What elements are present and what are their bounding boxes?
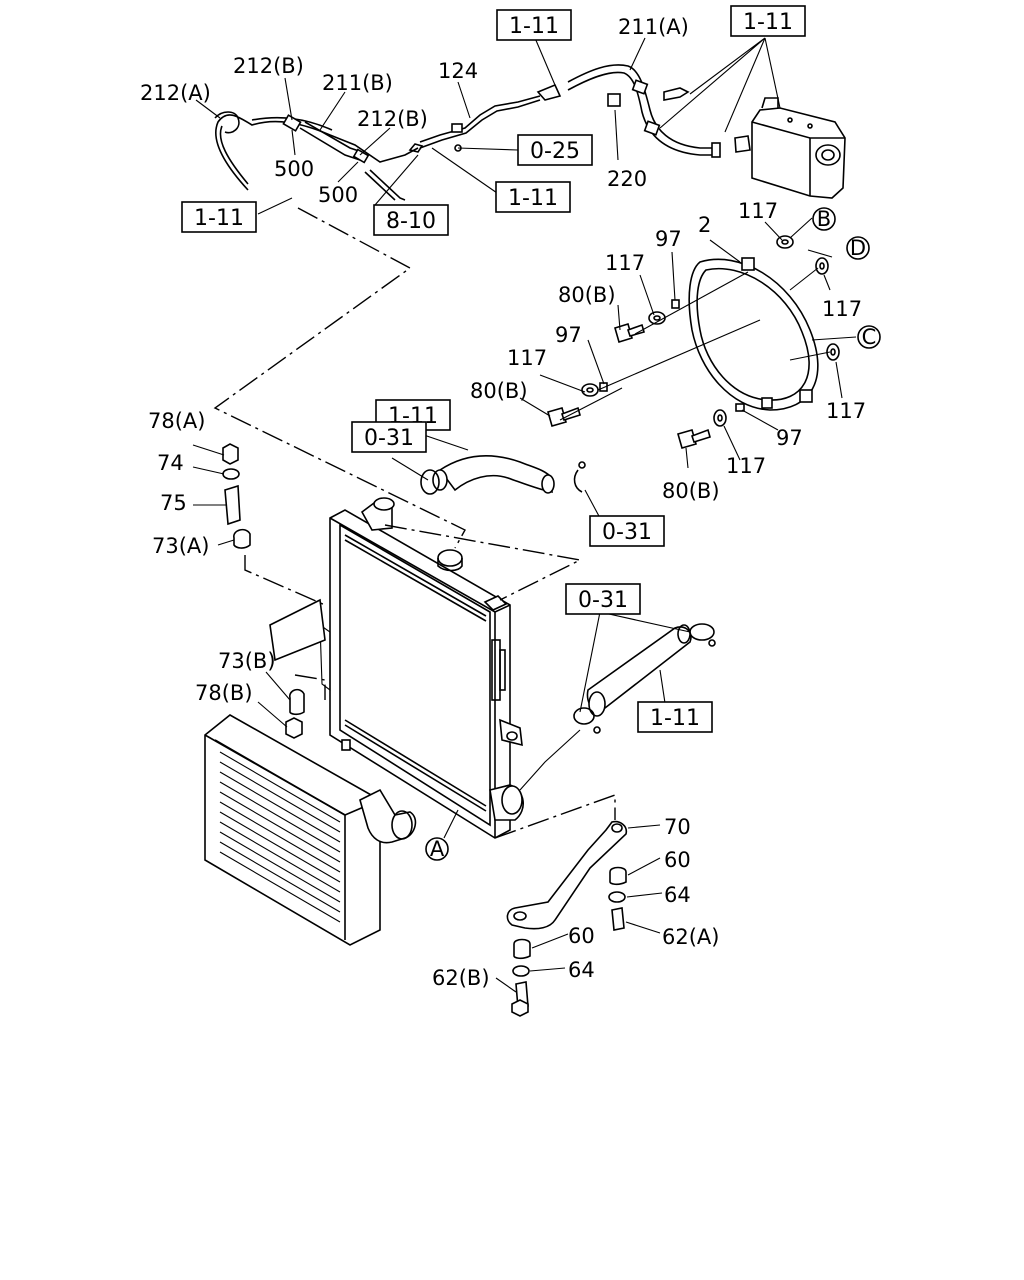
ref-box-1-11-lower-hose: 1-11 [650, 706, 700, 731]
label-74: 74 [157, 451, 184, 475]
ref-box-0-25: 0-25 [530, 139, 580, 164]
assembly-leader-lines [213, 207, 616, 839]
label-97: 97 [655, 227, 682, 251]
label-117-3: 117 [822, 297, 862, 321]
callout-leader-lines [192, 37, 857, 993]
ref-box-0-31-upper: 0-31 [364, 426, 414, 451]
radiator-core [319, 497, 524, 839]
marker-c: C [862, 325, 877, 349]
label-75: 75 [160, 491, 187, 515]
label-64: 64 [664, 883, 691, 907]
label-212-b: 212(B) [233, 54, 304, 78]
label-212-a: 212(A) [140, 81, 211, 105]
label-80-b-3: 80(B) [662, 479, 720, 503]
ref-box-1-11-left: 1-11 [194, 206, 244, 231]
label-80-b-2: 80(B) [470, 379, 528, 403]
ref-box-1-11-mid: 1-11 [508, 186, 558, 211]
overflow-hose-assembly [214, 64, 721, 201]
label-124: 124 [438, 59, 478, 83]
part-number-labels: 212(A) 212(B) 211(B) 124 211(A) 212(B) 5… [140, 15, 866, 990]
label-500-2: 500 [318, 183, 358, 207]
label-212-b-2: 212(B) [357, 107, 428, 131]
label-78-a: 78(A) [148, 409, 205, 433]
marker-d: D [850, 236, 866, 260]
reservoir-tank [734, 97, 846, 199]
ref-box-8-10: 8-10 [386, 209, 436, 234]
label-117-6: 117 [726, 454, 766, 478]
ref-box-0-31-lower: 0-31 [578, 588, 628, 613]
label-97-3: 97 [776, 426, 803, 450]
ref-box-1-11-tank: 1-11 [743, 10, 793, 35]
label-211-a: 211(A) [618, 15, 689, 39]
radiator-support-bracket [506, 820, 628, 930]
label-117-2: 117 [605, 251, 645, 275]
label-60-2: 60 [568, 924, 595, 948]
label-62-b: 62(B) [432, 966, 490, 990]
label-80-b: 80(B) [558, 283, 616, 307]
reference-boxes: 1-11 1-11 0-25 1-11 8-10 1-11 1-11 0-31 … [181, 5, 806, 733]
label-62-a: 62(A) [662, 925, 719, 949]
ref-box-0-31-clamp: 0-31 [602, 520, 652, 545]
label-2: 2 [698, 213, 711, 237]
label-211-b: 211(B) [322, 71, 393, 95]
fan-shroud [688, 257, 819, 411]
marker-b: B [817, 207, 831, 231]
label-64-2: 64 [568, 958, 595, 982]
marker-a: A [430, 837, 445, 861]
shroud-fasteners [547, 235, 840, 449]
mounting-fasteners [222, 443, 627, 1017]
label-73-b: 73(B) [218, 649, 276, 673]
label-117: 117 [738, 199, 778, 223]
label-220: 220 [607, 167, 647, 191]
ref-box-1-11-top: 1-11 [509, 14, 559, 39]
circled-markers: B D C A [425, 207, 881, 861]
label-500: 500 [274, 157, 314, 181]
label-78-b: 78(B) [195, 681, 253, 705]
label-97-2: 97 [555, 323, 582, 347]
intercooler [204, 598, 417, 946]
label-117-5: 117 [826, 399, 866, 423]
label-70: 70 [664, 815, 691, 839]
upper-radiator-hose [420, 455, 586, 495]
label-60: 60 [664, 848, 691, 872]
label-73-a: 73(A) [152, 534, 209, 558]
label-117-4: 117 [507, 346, 547, 370]
